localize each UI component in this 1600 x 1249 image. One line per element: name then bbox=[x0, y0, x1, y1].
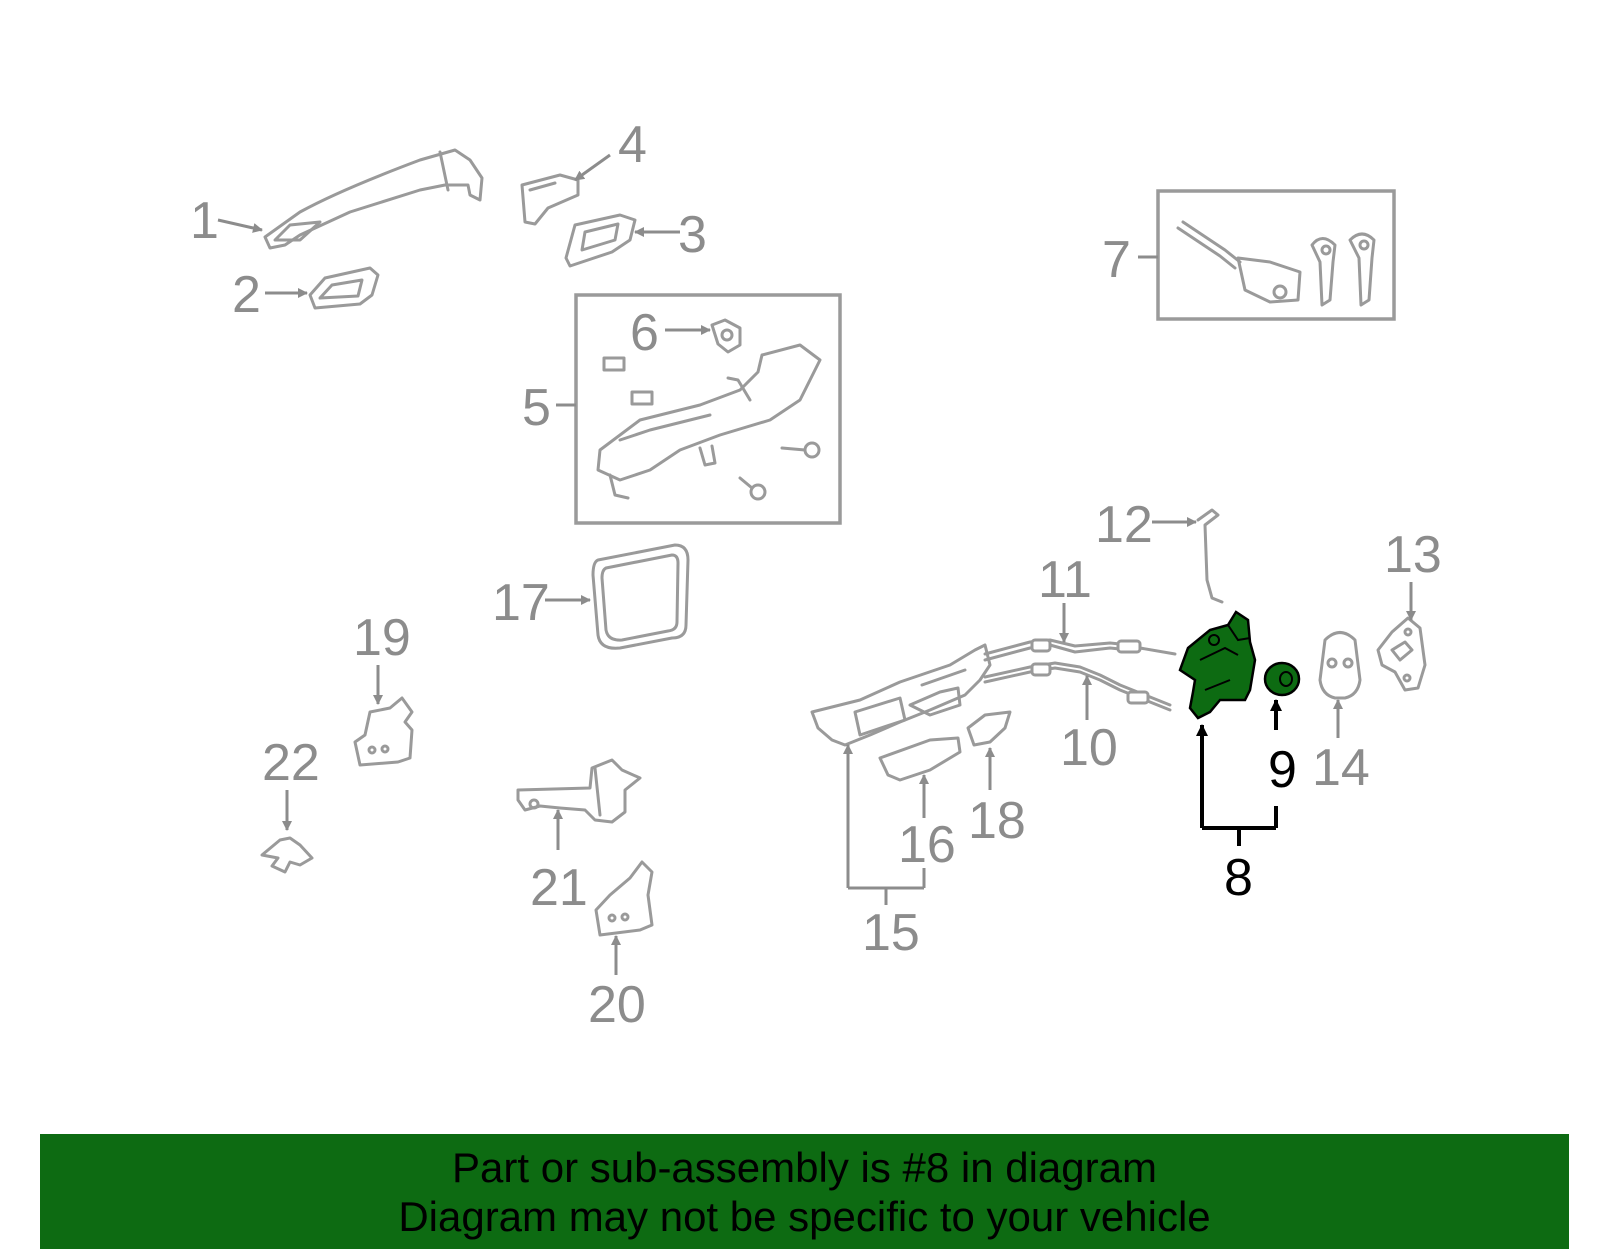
part-5-handle-frame bbox=[596, 343, 822, 501]
label-20: 20 bbox=[588, 976, 646, 1034]
label-12: 12 bbox=[1095, 496, 1153, 554]
part-14-striker-cover bbox=[1318, 631, 1362, 700]
part-10-cable bbox=[983, 661, 1172, 712]
label-5: 5 bbox=[522, 379, 551, 437]
part-16-pocket bbox=[878, 736, 962, 782]
label-22: 22 bbox=[262, 734, 320, 792]
part-15-inner-handle bbox=[810, 643, 992, 747]
label-15: 15 bbox=[862, 904, 920, 962]
label-1: 1 bbox=[190, 192, 219, 250]
label-8: 8 bbox=[1224, 849, 1253, 907]
label-4: 4 bbox=[618, 116, 647, 174]
part-8-door-lock-highlight bbox=[1178, 610, 1257, 720]
label-3: 3 bbox=[678, 206, 707, 264]
label-17: 17 bbox=[492, 574, 550, 632]
part-4-handle-cap bbox=[520, 173, 580, 226]
label-16: 16 bbox=[898, 816, 956, 874]
part-8-door-lock-body bbox=[1178, 610, 1257, 720]
part-1-outer-handle bbox=[263, 148, 484, 250]
info-banner: Part or sub-assembly is #8 in diagram Di… bbox=[40, 1134, 1569, 1249]
label-21: 21 bbox=[530, 859, 588, 917]
part-18-cover bbox=[966, 710, 1012, 747]
label-9: 9 bbox=[1268, 741, 1297, 799]
part-7-lock-cylinder bbox=[1176, 220, 1376, 307]
banner-line-2: Diagram may not be specific to your vehi… bbox=[398, 1193, 1211, 1240]
part-13-striker bbox=[1376, 616, 1427, 692]
leader-1 bbox=[217, 218, 263, 233]
label-6: 6 bbox=[630, 304, 659, 362]
part-3-cap-pad bbox=[564, 213, 637, 268]
part-17-seal bbox=[591, 543, 690, 650]
label-14: 14 bbox=[1312, 739, 1370, 797]
part-6-clip bbox=[710, 318, 742, 354]
label-13: 13 bbox=[1384, 526, 1442, 584]
leader-4 bbox=[574, 153, 611, 182]
part-22-clip bbox=[260, 836, 314, 874]
label-2: 2 bbox=[232, 266, 261, 324]
part-7-lock-cylinder-box bbox=[1156, 189, 1396, 321]
banner-line-1: Part or sub-assembly is #8 in diagram bbox=[452, 1144, 1157, 1191]
part-21-door-check bbox=[516, 758, 642, 824]
part-19-bracket bbox=[353, 696, 414, 767]
label-7: 7 bbox=[1102, 231, 1131, 289]
part-5-frame-box bbox=[574, 293, 842, 525]
label-19: 19 bbox=[353, 609, 411, 667]
label-18: 18 bbox=[968, 792, 1026, 850]
part-20-bracket bbox=[594, 860, 654, 937]
part-9-bumper-highlight bbox=[1263, 661, 1301, 697]
part-12-rod bbox=[1196, 508, 1224, 604]
part-2-handle-pad bbox=[308, 266, 380, 310]
label-11: 11 bbox=[1038, 551, 1092, 609]
label-10: 10 bbox=[1060, 719, 1118, 777]
part-11-cable bbox=[983, 638, 1177, 662]
